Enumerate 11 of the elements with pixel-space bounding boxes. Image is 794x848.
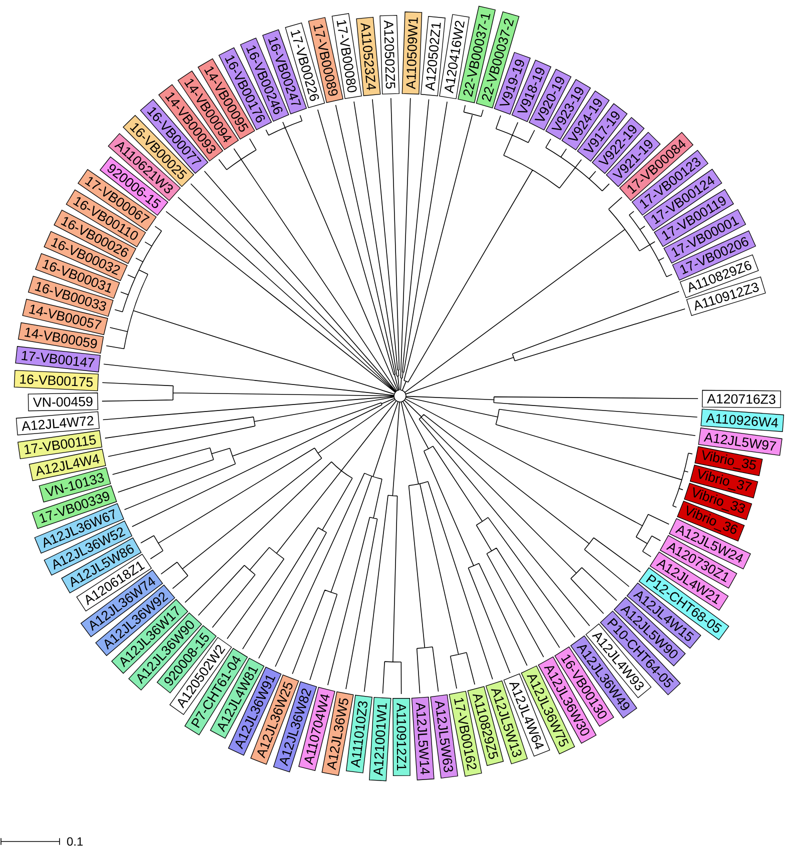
taxon-label: A12JL5W14 xyxy=(411,696,434,780)
taxon-label: A110509W1 xyxy=(402,12,422,94)
taxon-label: A110912Z1 xyxy=(392,698,410,776)
scale-label: 0.1 xyxy=(67,837,83,846)
taxon-label: A120716Z3 xyxy=(702,390,781,408)
taxon-label: A110926W4 xyxy=(700,408,784,432)
taxon-label: VN-00459 xyxy=(28,392,98,412)
taxon-label: A120502Z5 xyxy=(380,14,400,94)
taxon-label: A110523Z4 xyxy=(356,16,381,96)
taxon-label: A12JL4W72 xyxy=(16,411,100,436)
taxon-label: 16-VB00175 xyxy=(14,370,99,392)
